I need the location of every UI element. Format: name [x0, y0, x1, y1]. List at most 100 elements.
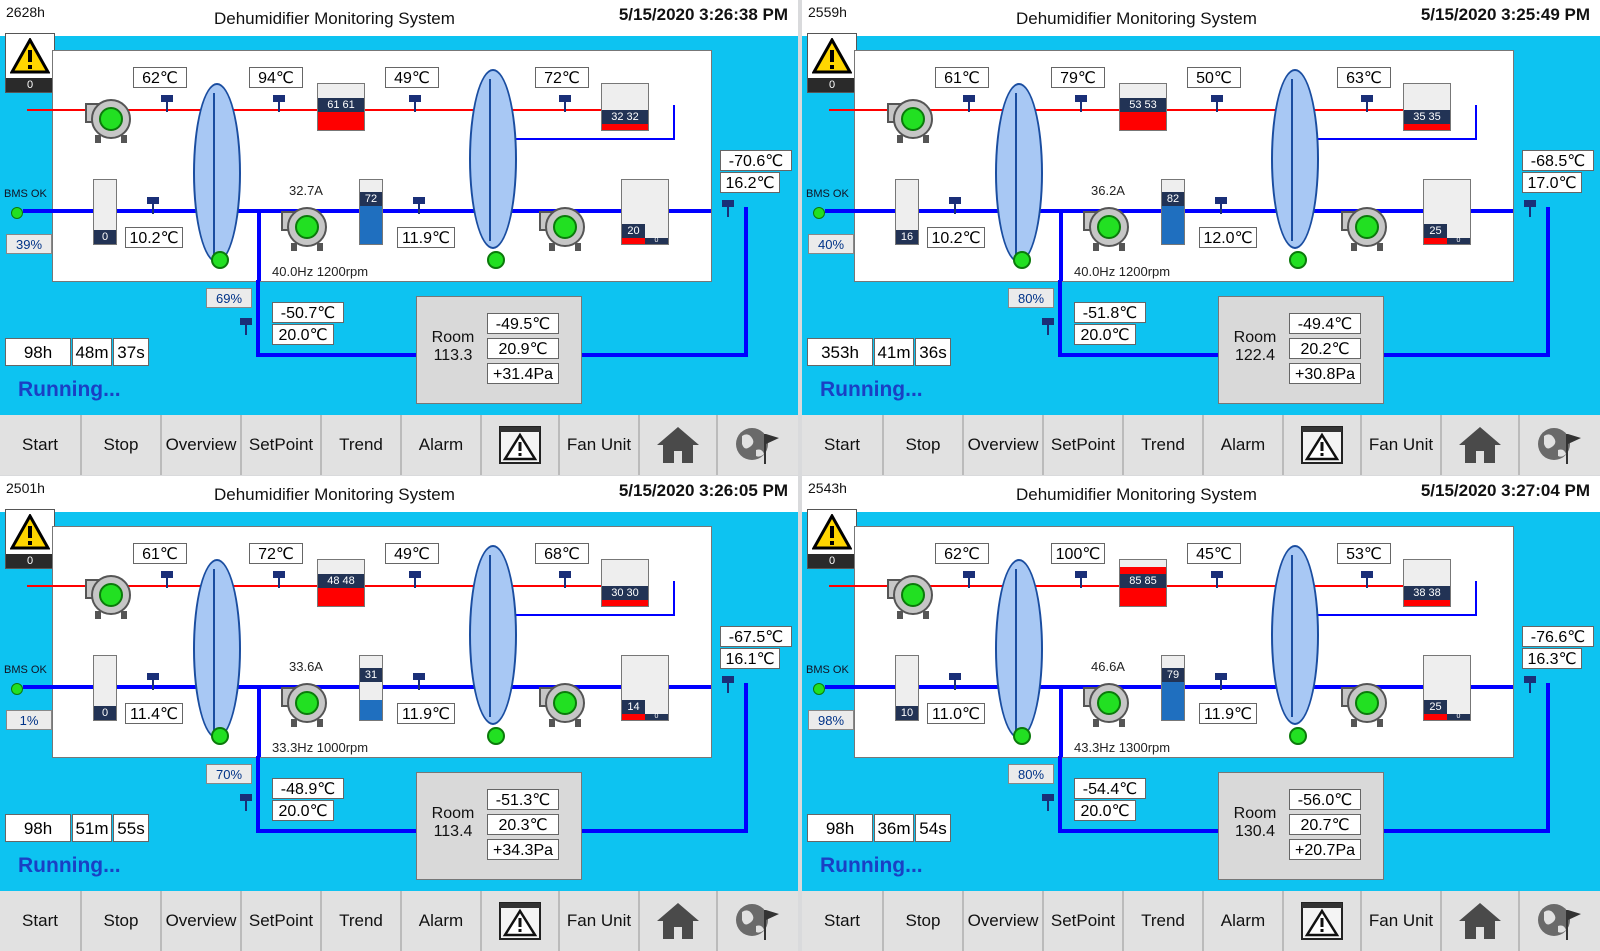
trend-button[interactable]: Trend [1124, 891, 1204, 951]
damper-percent: 69% [206, 288, 252, 308]
cooling-tank-label: 79 [1162, 668, 1184, 682]
overview-button[interactable]: Overview [964, 891, 1044, 951]
temp-sensor [409, 571, 421, 588]
alarm-indicator[interactable]: 0 [5, 33, 55, 93]
supply-riser [1546, 683, 1550, 833]
alarm-count: 0 [6, 78, 54, 92]
alarm-button[interactable]: Alarm [1204, 415, 1284, 475]
stop-button[interactable]: Stop [82, 415, 162, 475]
setpoint-button[interactable]: SetPoint [242, 891, 322, 951]
start-button[interactable]: Start [802, 415, 884, 475]
wheel1-status-indicator [211, 251, 229, 269]
alarm-screen-button[interactable] [1284, 891, 1362, 951]
runtime-minutes: 41m [874, 338, 914, 366]
setpoint-button[interactable]: SetPoint [1044, 891, 1124, 951]
room-dewpoint: -49.5℃ [487, 313, 559, 334]
setpoint-button[interactable]: SetPoint [1044, 415, 1124, 475]
after-heater-temp: 94℃ [249, 67, 303, 88]
bms-status-label: BMS OK [4, 188, 47, 200]
desiccant-wheel-2 [1271, 69, 1319, 249]
filter-tank-label: 0 [94, 706, 116, 720]
alarm-button[interactable]: Alarm [402, 415, 482, 475]
start-button[interactable]: Start [802, 891, 884, 951]
home-button[interactable] [1442, 891, 1520, 951]
overview-button[interactable]: Overview [964, 415, 1044, 475]
regen-loop-side [1475, 581, 1477, 616]
trend-button[interactable]: Trend [322, 415, 402, 475]
home-icon [1459, 427, 1501, 463]
alarm-indicator[interactable]: 0 [5, 509, 55, 569]
start-button[interactable]: Start [0, 891, 82, 951]
language-button[interactable] [1520, 415, 1598, 475]
overview-button[interactable]: Overview [162, 415, 242, 475]
heater-2: 32 32 [601, 83, 649, 131]
runtime-minutes: 36m [874, 814, 914, 842]
home-button[interactable] [640, 891, 718, 951]
home-button[interactable] [1442, 415, 1520, 475]
temp-sensor [1211, 95, 1223, 112]
process-diagram: 61℃ 79℃ 50℃ 63℃ 10.2℃ 12.0℃ 53 53 35 35 … [825, 50, 1514, 282]
filter-tank-label: 10 [896, 706, 918, 720]
temp-sensor [409, 95, 421, 112]
regen-fan-outlet-temp: 61℃ [133, 543, 187, 564]
regen-exhaust-temp: 53℃ [1337, 543, 1391, 564]
home-button[interactable] [640, 415, 718, 475]
warning-icon [812, 514, 852, 550]
alarm-screen-button[interactable] [482, 891, 560, 951]
runtime-minutes: 51m [72, 814, 112, 842]
return-air-riser [257, 685, 261, 757]
return-down-pipe [1058, 756, 1062, 833]
alarm-button[interactable]: Alarm [402, 891, 482, 951]
alarm-screen-button[interactable] [1284, 415, 1362, 475]
runtime-hours: 353h [807, 338, 873, 366]
globe-flag-icon [1538, 904, 1581, 940]
alarm-indicator[interactable]: 0 [807, 509, 857, 569]
runtime-seconds: 55s [113, 814, 149, 842]
alarm-count: 0 [808, 554, 856, 568]
runtime-hours: 98h [5, 338, 71, 366]
setpoint-button[interactable]: SetPoint [242, 415, 322, 475]
alarm-screen-button[interactable] [482, 415, 560, 475]
datetime-display: 5/15/2020 3:26:05 PM [618, 481, 788, 500]
trend-button[interactable]: Trend [322, 891, 402, 951]
runhours-counter: 2628h [6, 4, 45, 20]
after-cooler-label-b: 0 [645, 237, 668, 244]
overview-button[interactable]: Overview [162, 891, 242, 951]
language-button[interactable] [718, 891, 796, 951]
alarm-indicator[interactable]: 0 [807, 33, 857, 93]
supply-riser [1546, 207, 1550, 357]
button-bar: Start Stop Overview SetPoint Trend Alarm… [0, 415, 798, 475]
wheel2-status-indicator [1289, 251, 1307, 269]
monitor-panel-1: 2628h Dehumidifier Monitoring System 5/1… [0, 0, 798, 475]
stop-button[interactable]: Stop [884, 891, 964, 951]
desiccant-wheel-1 [995, 83, 1043, 263]
fan-unit-button[interactable]: Fan Unit [560, 891, 640, 951]
fan-unit-button[interactable]: Fan Unit [560, 415, 640, 475]
temp-sensor [1361, 571, 1373, 588]
mid-process-temp: 11.9℃ [397, 227, 455, 248]
stop-button[interactable]: Stop [82, 891, 162, 951]
stop-button[interactable]: Stop [884, 415, 964, 475]
temp-sensor [147, 197, 159, 214]
alarm-screen-icon [1301, 902, 1343, 940]
alarm-button[interactable]: Alarm [1204, 891, 1284, 951]
regen-fan-outlet-temp: 61℃ [935, 67, 989, 88]
runhours-counter: 2501h [6, 480, 45, 496]
language-button[interactable] [1520, 891, 1598, 951]
process-diagram: 61℃ 72℃ 49℃ 68℃ 11.4℃ 11.9℃ 48 48 30 30 … [23, 526, 712, 758]
start-button[interactable]: Start [0, 415, 82, 475]
heater-1-label: 85 85 [1120, 574, 1166, 588]
after-cooler-label: 20 [622, 224, 645, 238]
return-temp: 20.0℃ [1074, 324, 1136, 345]
language-button[interactable] [718, 415, 796, 475]
globe-flag-icon [736, 428, 779, 464]
cooling-tank: 79 [1161, 655, 1185, 721]
fan-unit-button[interactable]: Fan Unit [1362, 891, 1442, 951]
temp-sensor [559, 571, 571, 588]
trend-button[interactable]: Trend [1124, 415, 1204, 475]
runhours-counter: 2559h [808, 4, 847, 20]
fan-unit-button[interactable]: Fan Unit [1362, 415, 1442, 475]
